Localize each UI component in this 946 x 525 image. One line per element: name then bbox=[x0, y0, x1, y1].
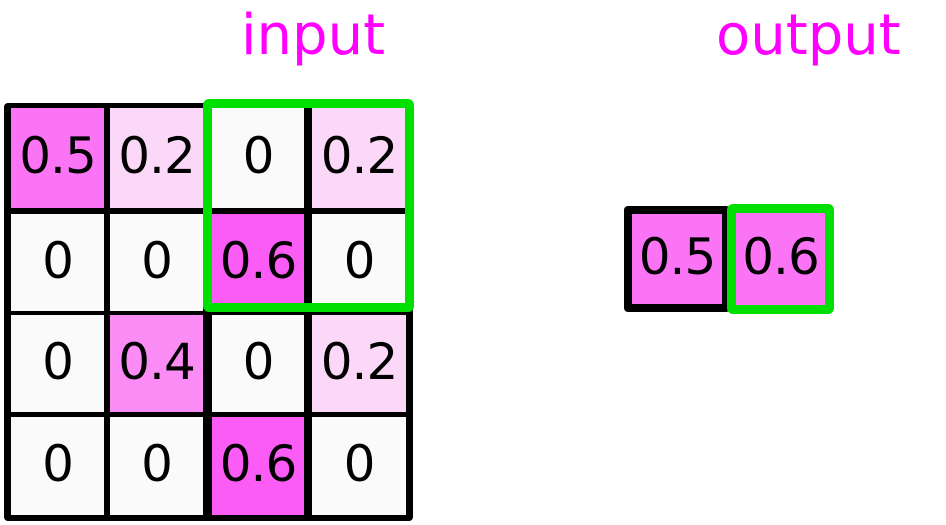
output-cell-highlighted: 0.6 bbox=[727, 204, 834, 314]
matrix-cell: 0.6 bbox=[212, 417, 304, 515]
matrix-cell-value: 0 bbox=[141, 435, 173, 493]
matrix-cell-value: 0 bbox=[42, 332, 74, 391]
matrix-cell-value: 0 bbox=[42, 231, 74, 290]
matrix-cell-value: 0.6 bbox=[219, 435, 298, 493]
matrix-cell-value: 0.2 bbox=[320, 127, 399, 185]
matrix-cell-value: 0 bbox=[242, 332, 275, 391]
matrix-cell-value: 0 bbox=[343, 435, 376, 493]
matrix-cell: 0 bbox=[110, 214, 203, 311]
matrix-cell-value: 0 bbox=[343, 231, 376, 290]
matrix-cell: 0 bbox=[312, 417, 406, 515]
output-label: output bbox=[716, 3, 901, 68]
matrix-cell-value: 0 bbox=[242, 127, 275, 185]
matrix-cell-value: 0.2 bbox=[320, 332, 399, 391]
matrix-cell-value: 0 bbox=[141, 231, 173, 290]
matrix-cell: 0.6 bbox=[212, 214, 304, 311]
matrix-cell: 0.2 bbox=[312, 315, 406, 412]
matrix-cell-value: 0.6 bbox=[219, 231, 298, 290]
matrix-cell: 0 bbox=[11, 417, 104, 515]
output-cell-value: 0.6 bbox=[742, 228, 820, 286]
output-cell-value: 0.5 bbox=[638, 228, 717, 286]
matrix-cell: 0.4 bbox=[110, 315, 203, 412]
matrix-cell: 0 bbox=[11, 214, 104, 311]
matrix-cell: 0 bbox=[110, 417, 203, 515]
matrix-cell-value: 0 bbox=[42, 435, 74, 493]
matrix-cell: 0 bbox=[212, 108, 304, 208]
matrix-cell: 0.2 bbox=[312, 108, 406, 208]
input-matrix: 0.5 0.2 0 0.2 0 0 0.6 0 0 0.4 0 0.2 0 0 0.6 0 bbox=[4, 103, 413, 521]
input-label: input bbox=[241, 3, 386, 68]
matrix-cell: 0.2 bbox=[110, 108, 203, 208]
output-cell: 0.5 bbox=[632, 214, 722, 304]
matrix-cell: 0.5 bbox=[11, 108, 104, 208]
matrix-cell-value: 0.2 bbox=[118, 127, 196, 185]
output-matrix: 0.5 bbox=[624, 206, 730, 312]
matrix-cell-value: 0.4 bbox=[118, 332, 196, 391]
matrix-cell: 0 bbox=[212, 315, 304, 412]
matrix-cell: 0 bbox=[11, 315, 104, 412]
matrix-cell: 0 bbox=[312, 214, 406, 311]
matrix-cell-value: 0.5 bbox=[19, 127, 97, 185]
